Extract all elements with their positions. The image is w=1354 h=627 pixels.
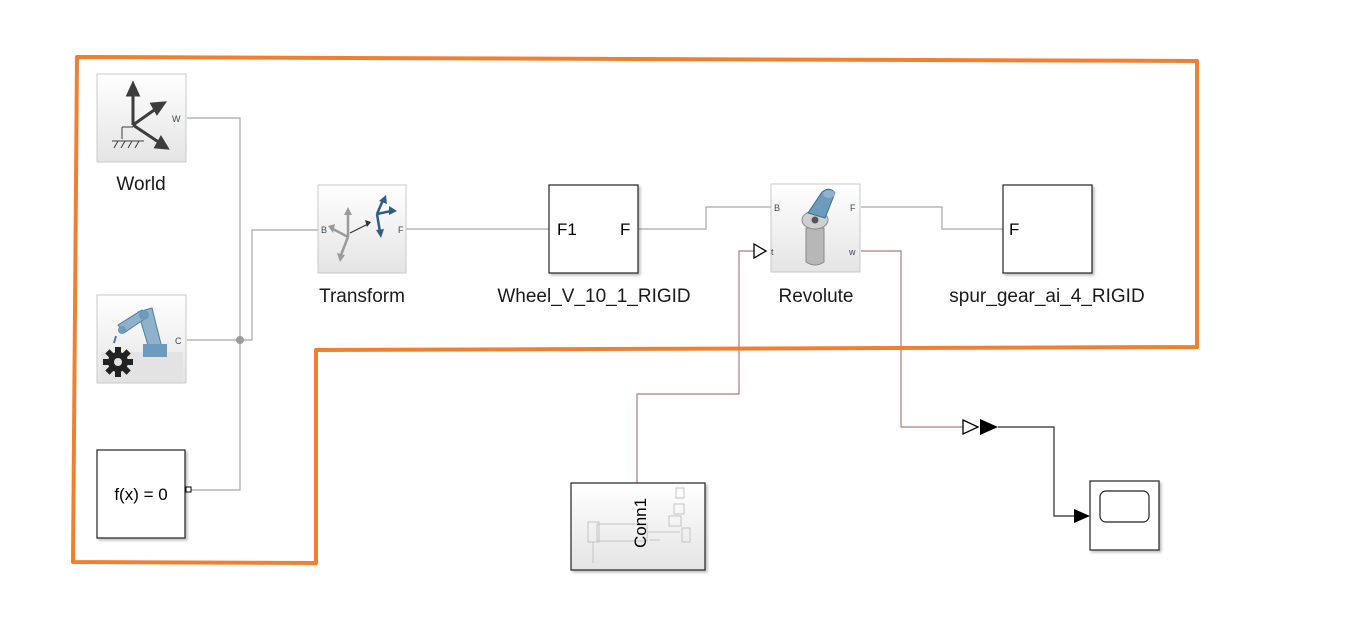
scope-block[interactable] <box>1089 480 1160 551</box>
revolute-port-w: w <box>848 247 856 257</box>
world-label: World <box>116 174 165 195</box>
revolute-port-f: F <box>850 203 856 213</box>
revolute-port-b: B <box>774 203 780 213</box>
revolute-joint-icon <box>801 188 836 266</box>
world-port-w: W <box>172 114 181 124</box>
revolute-joint-block[interactable]: B t F w Revolute <box>770 183 861 307</box>
line-conn1-to-revolute-t[interactable] <box>636 250 754 483</box>
scope-input-arrow <box>1074 509 1090 523</box>
line-junction-to-transform[interactable] <box>240 229 318 341</box>
world-frame-icon <box>112 80 170 150</box>
conn1-subsystem-block[interactable]: Conn1 <box>570 482 706 571</box>
line-world-to-bus[interactable] <box>186 117 241 491</box>
ps-converter-open-arrow[interactable] <box>962 418 980 436</box>
line-revolute-to-spur[interactable] <box>861 206 1003 230</box>
wheel-label: Wheel_V_10_1_RIGID <box>497 286 690 307</box>
circuit-thumbnail-icon <box>587 487 691 563</box>
solver-configuration-text: f(x) = 0 <box>114 485 167 504</box>
scope-screen-icon <box>1099 490 1150 523</box>
spur-port-f: F <box>1009 220 1019 239</box>
revolute-label: Revolute <box>779 286 854 307</box>
wheel-port-f: F <box>620 220 630 239</box>
solver-configuration-port <box>185 486 192 493</box>
connections <box>186 117 1074 517</box>
junction-dot <box>236 336 244 344</box>
highlight-region-outline <box>71 55 1199 565</box>
ps-converter-filled-arrow[interactable] <box>980 419 998 435</box>
rigid-transform-icon <box>328 195 397 262</box>
wheel-port-f1: F1 <box>557 220 577 239</box>
line-revolute-w-to-converter[interactable] <box>861 250 963 428</box>
revolute-t-arrow <box>753 242 768 260</box>
gear-icon <box>103 347 133 377</box>
spur-gear-subsystem-block[interactable]: F spur_gear_ai_4_RIGID <box>949 184 1145 307</box>
transform-label: Transform <box>319 286 405 307</box>
world-frame-block[interactable]: W World <box>96 73 187 195</box>
transform-port-f: F <box>398 225 404 235</box>
rigid-transform-block[interactable]: B F Transform <box>317 184 407 307</box>
revolute-port-t: t <box>771 247 774 257</box>
solver-port-c: C <box>175 336 182 346</box>
mechanism-configuration-block[interactable]: C <box>96 294 187 384</box>
spur-label: spur_gear_ai_4_RIGID <box>949 286 1144 307</box>
transform-port-b: B <box>321 225 327 235</box>
wheel-subsystem-block[interactable]: F1 F Wheel_V_10_1_RIGID <box>497 184 691 307</box>
conn1-label: Conn1 <box>631 498 650 548</box>
solver-configuration-block[interactable]: f(x) = 0 <box>96 449 192 539</box>
line-wheel-to-revolute[interactable] <box>639 206 771 230</box>
line-converter-to-scope[interactable] <box>998 426 1074 517</box>
